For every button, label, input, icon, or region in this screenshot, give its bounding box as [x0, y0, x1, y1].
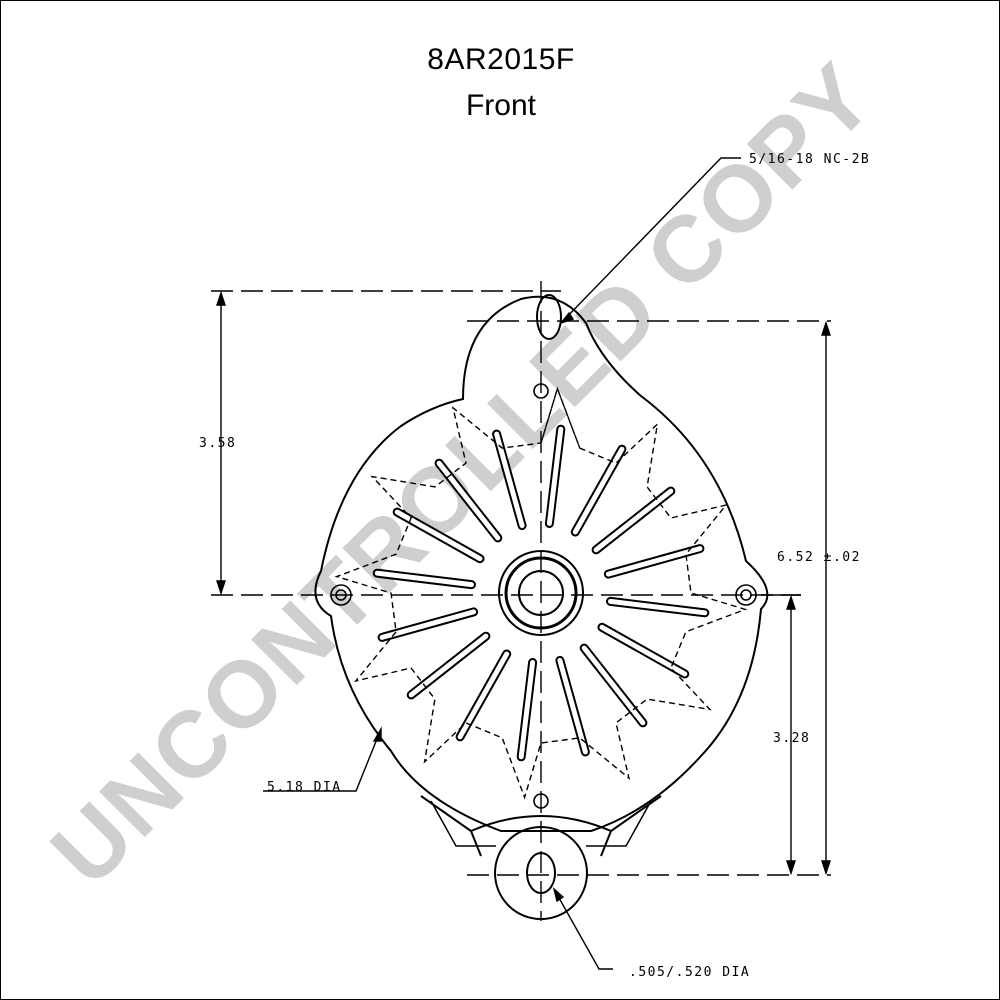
dimension-lines — [216, 290, 831, 876]
vent-slot-fill — [546, 426, 564, 526]
vent-slot-fill — [593, 488, 674, 553]
vent-slot-fill — [557, 657, 588, 755]
watermark-text: UNCONTROLLED COPY — [31, 42, 894, 905]
vent-slot-fill — [374, 570, 474, 588]
view-label: Front — [465, 89, 537, 122]
fan-teeth — [334, 386, 748, 800]
hole-diameter-callout: .505/.520 DIA — [629, 965, 750, 980]
vent-slot-fill — [494, 431, 525, 529]
vent-slot-fill — [518, 660, 536, 760]
vent-slot-fill — [457, 651, 510, 740]
thread-callout: 5/16-18 NC-2B — [749, 152, 870, 167]
drawing-title: 8AR2015F — [427, 43, 575, 76]
vent-slot-fill — [605, 546, 703, 577]
vent-slot-fill — [379, 609, 477, 640]
left-height-dimension: 3.58 — [199, 436, 236, 451]
fan-teeth-path — [334, 386, 748, 800]
overall-height-dimension: 6.52 ±.02 — [777, 550, 861, 565]
vent-slot-fill — [408, 633, 489, 698]
leader-lines — [263, 157, 741, 970]
body-diameter-callout: 5.18 DIA — [267, 780, 342, 795]
vent-slot-fill — [608, 598, 708, 616]
vent-slot-fill — [581, 645, 646, 726]
top-mount-slot — [536, 294, 562, 340]
right-height-dimension: 3.28 — [773, 731, 810, 746]
center-lines — [211, 281, 831, 921]
vent-slot-fill — [599, 624, 688, 677]
vent-slot-fill — [572, 446, 625, 535]
